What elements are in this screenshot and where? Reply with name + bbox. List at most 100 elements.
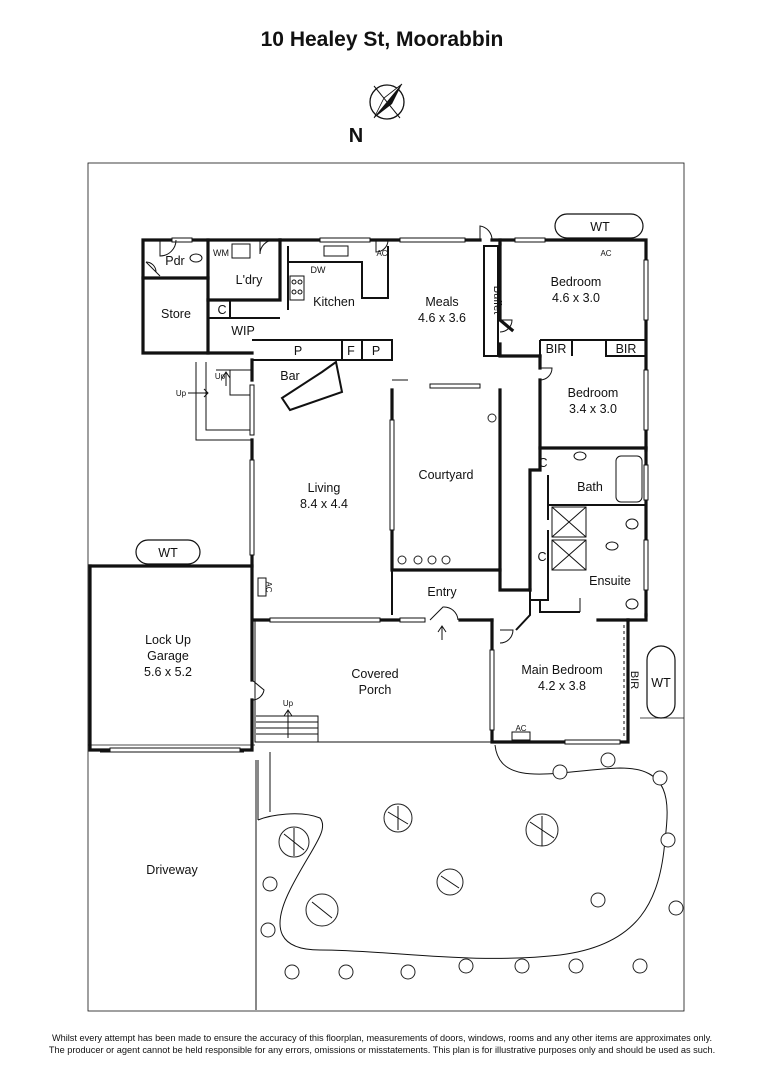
compass-label: N <box>349 125 363 147</box>
fixture-label-dw: DW <box>311 265 326 275</box>
fixture-label-ac: AC <box>515 724 526 733</box>
water-tank <box>135 539 201 565</box>
window <box>429 383 481 389</box>
room-label-fridge: F <box>347 344 355 358</box>
driveway-edge <box>255 752 271 1010</box>
wall <box>539 339 646 357</box>
room-label-porch-1: Covered <box>351 667 398 681</box>
room-label-pdr: Pdr <box>165 254 184 268</box>
room-label-ensuite: Ensuite <box>589 574 631 588</box>
kitchen-sink-icon <box>323 245 349 257</box>
disclaimer: Whilst every attempt has been made to en… <box>0 1032 764 1056</box>
room-size-garage: 5.6 x 5.2 <box>144 665 192 679</box>
window <box>514 237 546 243</box>
toilet-icon <box>625 518 639 530</box>
basin-icon <box>573 451 587 461</box>
disclaimer-line-2: The producer or agent cannot be held res… <box>48 1045 716 1055</box>
shower-2 <box>551 539 587 571</box>
window <box>171 237 193 243</box>
toilet-icon <box>189 253 203 263</box>
room-size-bedroom-2: 3.4 x 3.0 <box>569 402 617 416</box>
wall <box>515 590 531 631</box>
tank-label-wt-3: WT <box>651 676 671 690</box>
basin-icon <box>145 261 161 277</box>
fixture-label-wm: WM <box>213 248 229 258</box>
room-label-laundry: L'dry <box>236 273 263 287</box>
room-label-buffet: Buffet <box>491 286 503 315</box>
ac-unit <box>511 731 531 741</box>
bar-counter <box>280 360 344 412</box>
basin-icon <box>605 541 619 551</box>
door <box>499 319 513 333</box>
room-size-living: 8.4 x 4.4 <box>300 497 348 511</box>
room-size-meals: 4.6 x 3.6 <box>418 311 466 325</box>
water-tank <box>646 645 676 719</box>
tank-label-wt-2: WT <box>158 546 178 560</box>
room-size-main-bedroom: 4.2 x 3.8 <box>538 679 586 693</box>
courtyard-plants <box>397 413 497 565</box>
stairs-up-arrow <box>283 709 293 738</box>
ac-unit <box>257 577 267 597</box>
room-label-porch-2: Porch <box>359 683 392 697</box>
shower-2 <box>551 539 587 571</box>
room-label-bedroom-2: Bedroom <box>568 386 619 400</box>
wall <box>528 446 542 592</box>
wall <box>206 238 282 302</box>
room-label-main-bedroom: Main Bedroom <box>521 663 602 677</box>
wall <box>88 564 254 682</box>
fixture-label-ac: AC <box>376 249 387 258</box>
room-label-kitchen: Kitchen <box>313 295 355 309</box>
room-label-cupboard-2: C <box>538 456 547 470</box>
window <box>489 649 495 731</box>
toilet-icon <box>625 598 639 610</box>
wall <box>498 568 532 592</box>
room-label-wip: WIP <box>231 324 255 338</box>
area-label-driveway: Driveway <box>146 863 198 877</box>
door <box>429 606 459 621</box>
window <box>249 384 255 436</box>
door <box>479 225 493 241</box>
fixture-label-ac: AC <box>600 249 611 258</box>
stairs-up-arrow <box>188 388 209 398</box>
entry-arrow <box>437 625 447 640</box>
room-label-pantry-2: P <box>372 344 380 358</box>
stairs-up-arrow <box>221 371 231 386</box>
disclaimer-line-1: Whilst every attempt has been made to en… <box>51 1033 713 1043</box>
room-size-bedroom-1: 4.6 x 3.0 <box>552 291 600 305</box>
buffet <box>483 245 499 357</box>
room-label-bath: Bath <box>577 480 603 494</box>
shower-1 <box>551 506 587 538</box>
room-label-cupboard-3: C <box>537 550 546 564</box>
stairs-label-up-3: Up <box>283 699 294 708</box>
compass-icon <box>369 83 405 120</box>
bathtub <box>615 455 643 503</box>
stairs <box>195 362 252 441</box>
window <box>643 259 649 321</box>
door <box>159 239 177 257</box>
kitchen-bench <box>287 246 389 310</box>
wall <box>626 613 648 622</box>
washing-machine <box>231 243 251 259</box>
window <box>389 419 395 531</box>
room-label-store: Store <box>161 307 191 321</box>
door <box>259 239 275 255</box>
room-label-bir-2: BIR <box>616 342 637 356</box>
room-label-bar: Bar <box>280 369 299 383</box>
door <box>499 629 514 644</box>
water-tank <box>554 213 644 239</box>
stairs-label-up-1: Up <box>215 372 226 381</box>
room-label-meals: Meals <box>425 295 458 309</box>
door <box>539 367 553 381</box>
wall <box>539 600 580 613</box>
tank-label-wt-1: WT <box>590 220 610 234</box>
window <box>643 369 649 431</box>
window <box>643 539 649 591</box>
room-label-pantry-1: P <box>294 344 302 358</box>
stairs-label-up-2: Up <box>176 389 187 398</box>
wall <box>498 342 542 358</box>
door <box>251 679 265 701</box>
room-label-garage-1: Lock Up <box>145 633 191 647</box>
window <box>399 237 466 243</box>
window <box>269 617 381 623</box>
room-label-living: Living <box>308 481 341 495</box>
